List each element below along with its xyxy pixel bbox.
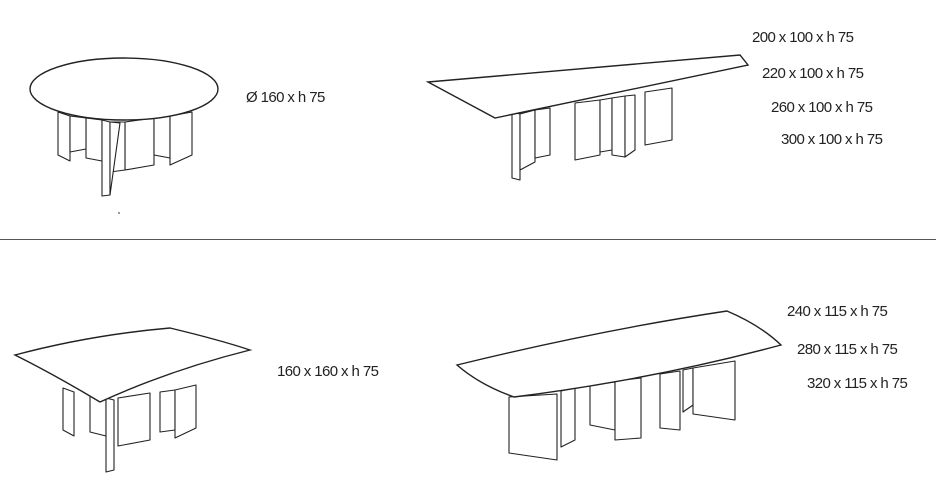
rect-table-dimension-2: 220 x 100 x h 75 bbox=[762, 65, 864, 82]
barrel-table-dimension-1: 240 x 115 x h 75 bbox=[787, 303, 888, 320]
round-table-drawing bbox=[29, 57, 219, 214]
rect-table-dimension-1: 200 x 100 x h 75 bbox=[752, 29, 854, 46]
barrel-table-dimension-3: 320 x 115 x h 75 bbox=[807, 375, 908, 392]
square-table-dimension: 160 x 160 x h 75 bbox=[277, 363, 379, 380]
rect-table-dimension-4: 300 x 100 x h 75 bbox=[781, 131, 883, 148]
rect-table-dimension-3: 260 x 100 x h 75 bbox=[771, 99, 873, 116]
rectangular-table-drawing bbox=[425, 54, 750, 181]
square-table-drawing bbox=[13, 327, 253, 473]
barrel-table-dimension-2: 280 x 115 x h 75 bbox=[797, 341, 898, 358]
round-table-dimension: Ø 160 x h 75 bbox=[246, 89, 325, 106]
barrel-table-drawing bbox=[455, 310, 783, 461]
